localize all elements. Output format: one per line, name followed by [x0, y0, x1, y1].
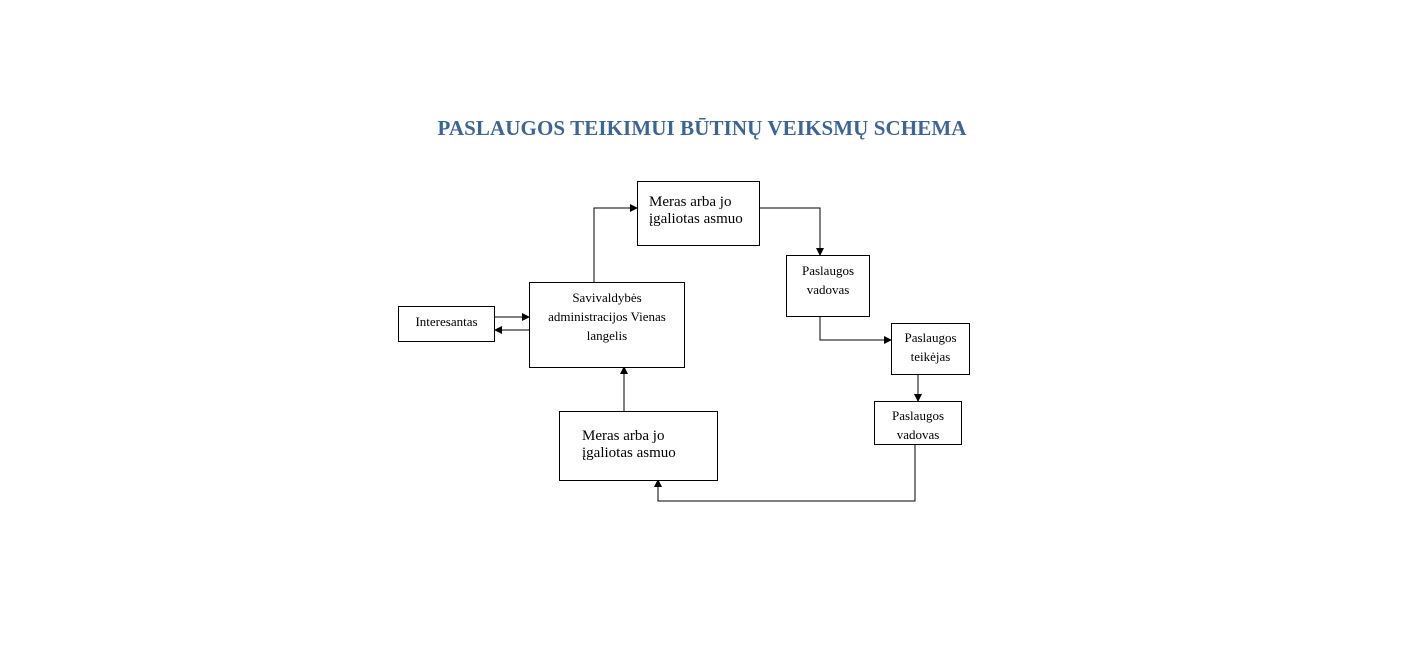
node-paslaugos-vadovas-1: Paslaugos vadovas	[786, 255, 870, 317]
node-paslaugos-vadovas-2: Paslaugos vadovas	[874, 401, 962, 445]
node-vienas-langelis: Savivaldybės administracijos Vienas lang…	[529, 282, 685, 368]
edge-vadovas-2-to-meras-bottom	[654, 444, 916, 502]
edge-vienas-langelis-to-meras-top	[593, 204, 638, 283]
node-meras-top: Meras arba jo įgaliotas asmuo	[637, 181, 760, 246]
diagram-title: PASLAUGOS TEIKIMUI BŪTINŲ VEIKSMŲ SCHEMA	[437, 116, 967, 140]
edge-vadovas-1-to-teikejas	[819, 316, 892, 344]
node-paslaugos-teikejas: Paslaugos teikėjas	[891, 323, 970, 375]
node-meras-bottom: Meras arba jo įgaliotas asmuo	[559, 411, 718, 481]
edge-meras-top-to-vadovas-1	[759, 207, 824, 256]
node-interesantas: Interesantas	[398, 306, 495, 342]
